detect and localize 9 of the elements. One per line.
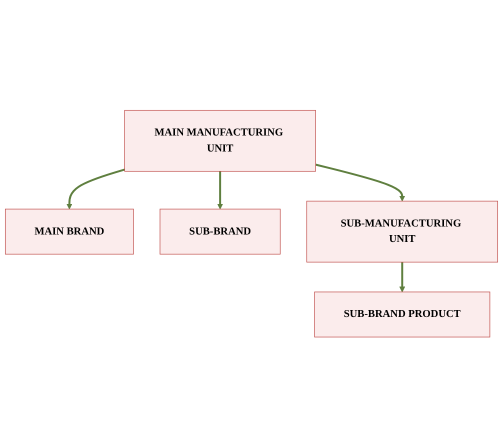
node-box: SUB-BRAND PRODUCT (314, 292, 490, 338)
node-box: MAIN MANUFACTURING UNIT (124, 110, 316, 172)
arrow (66, 168, 125, 210)
arrow (399, 262, 406, 293)
arrow (315, 164, 406, 202)
node-box: SUB-MANUFACTURING UNIT (306, 201, 498, 263)
arrow (217, 172, 224, 210)
node-box: MAIN BRAND (4, 209, 134, 255)
node-box: SUB-BRAND (160, 209, 281, 255)
